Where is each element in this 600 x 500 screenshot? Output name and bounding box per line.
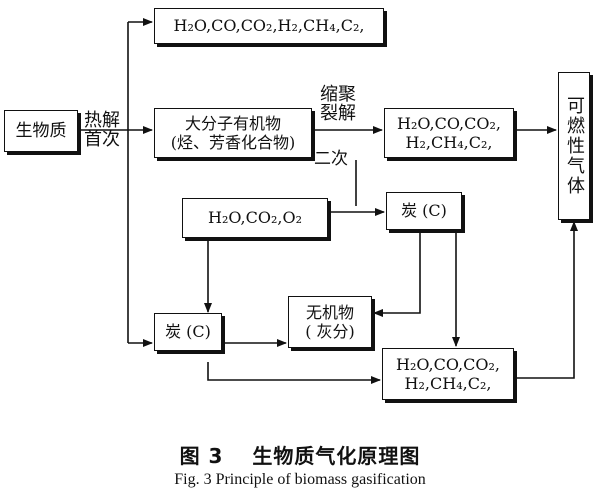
node-gas-mid-line1: H₂O,CO,CO₂,: [397, 113, 501, 133]
node-gas-bottom: H₂O,CO,CO₂, H₂,CH₄,C₂,: [382, 348, 514, 400]
node-char-right-label: 炭 (C): [401, 201, 447, 221]
label-pyrolysis-line2: 首次: [84, 128, 120, 150]
node-oxidants: H₂O,CO₂,O₂: [182, 198, 328, 238]
node-biomass: 生物质: [4, 110, 78, 152]
gasification-diagram: 生物质 热解 首次 H₂O,CO,CO₂,H₂,CH₄,C₂, 大分子有机物 (…: [4, 8, 590, 400]
label-condense-crack-line1: 缩聚: [320, 84, 356, 105]
node-inorganic-line2: ( 灰分): [305, 322, 355, 341]
label-pyrolysis: 热解 首次: [84, 110, 120, 150]
arrow-char-left-to-gas-bottom: [207, 362, 381, 384]
label-pyrolysis-line1: 热解: [84, 110, 120, 131]
node-oxidants-label: H₂O,CO₂,O₂: [207, 208, 303, 228]
arrow-char-right-to-inorganic: [373, 230, 421, 317]
node-tar-line1: 大分子有机物: [184, 113, 281, 133]
node-biomass-label: 生物质: [15, 120, 67, 141]
node-gas-top-label: H₂O,CO,CO₂,H₂,CH₄,C₂,: [173, 16, 365, 36]
label-secondary: 二次: [314, 149, 348, 170]
node-gas-bottom-line2: H₂,CH₄,C₂,: [404, 374, 492, 393]
node-combustible-gas-label: 可燃性气体: [564, 96, 585, 196]
label-condense-crack-line2: 裂解: [320, 102, 356, 124]
arrow-gas-bottom-to-combustible: [514, 221, 578, 379]
node-inorganic-line1: 无机物: [305, 302, 354, 322]
node-inorganic: 无机物 ( 灰分): [288, 296, 372, 348]
node-tar: 大分子有机物 (烃、芳香化合物): [154, 108, 312, 158]
connector-lines: [78, 18, 578, 384]
node-char-left: 炭 (C): [154, 313, 222, 351]
node-char-right: 炭 (C): [386, 192, 462, 230]
node-combustible-gas: 可燃性气体: [558, 72, 590, 220]
node-gas-bottom-line1: H₂O,CO,CO₂,: [396, 354, 500, 374]
node-gas-mid-line2: H₂,CH₄,C₂,: [405, 133, 493, 152]
node-char-left-label: 炭 (C): [165, 322, 211, 342]
figure-caption-cn: 图 3 生物质气化原理图: [179, 444, 421, 468]
node-tar-line2: (烃、芳香化合物): [170, 133, 296, 152]
label-secondary-text: 二次: [314, 149, 348, 169]
node-gas-mid: H₂O,CO,CO₂, H₂,CH₄,C₂,: [384, 108, 514, 158]
figure-caption-en: Fig. 3 Principle of biomass gasification: [174, 471, 426, 488]
node-gas-top: H₂O,CO,CO₂,H₂,CH₄,C₂,: [154, 8, 384, 44]
label-condense-crack: 缩聚 裂解: [320, 84, 356, 124]
